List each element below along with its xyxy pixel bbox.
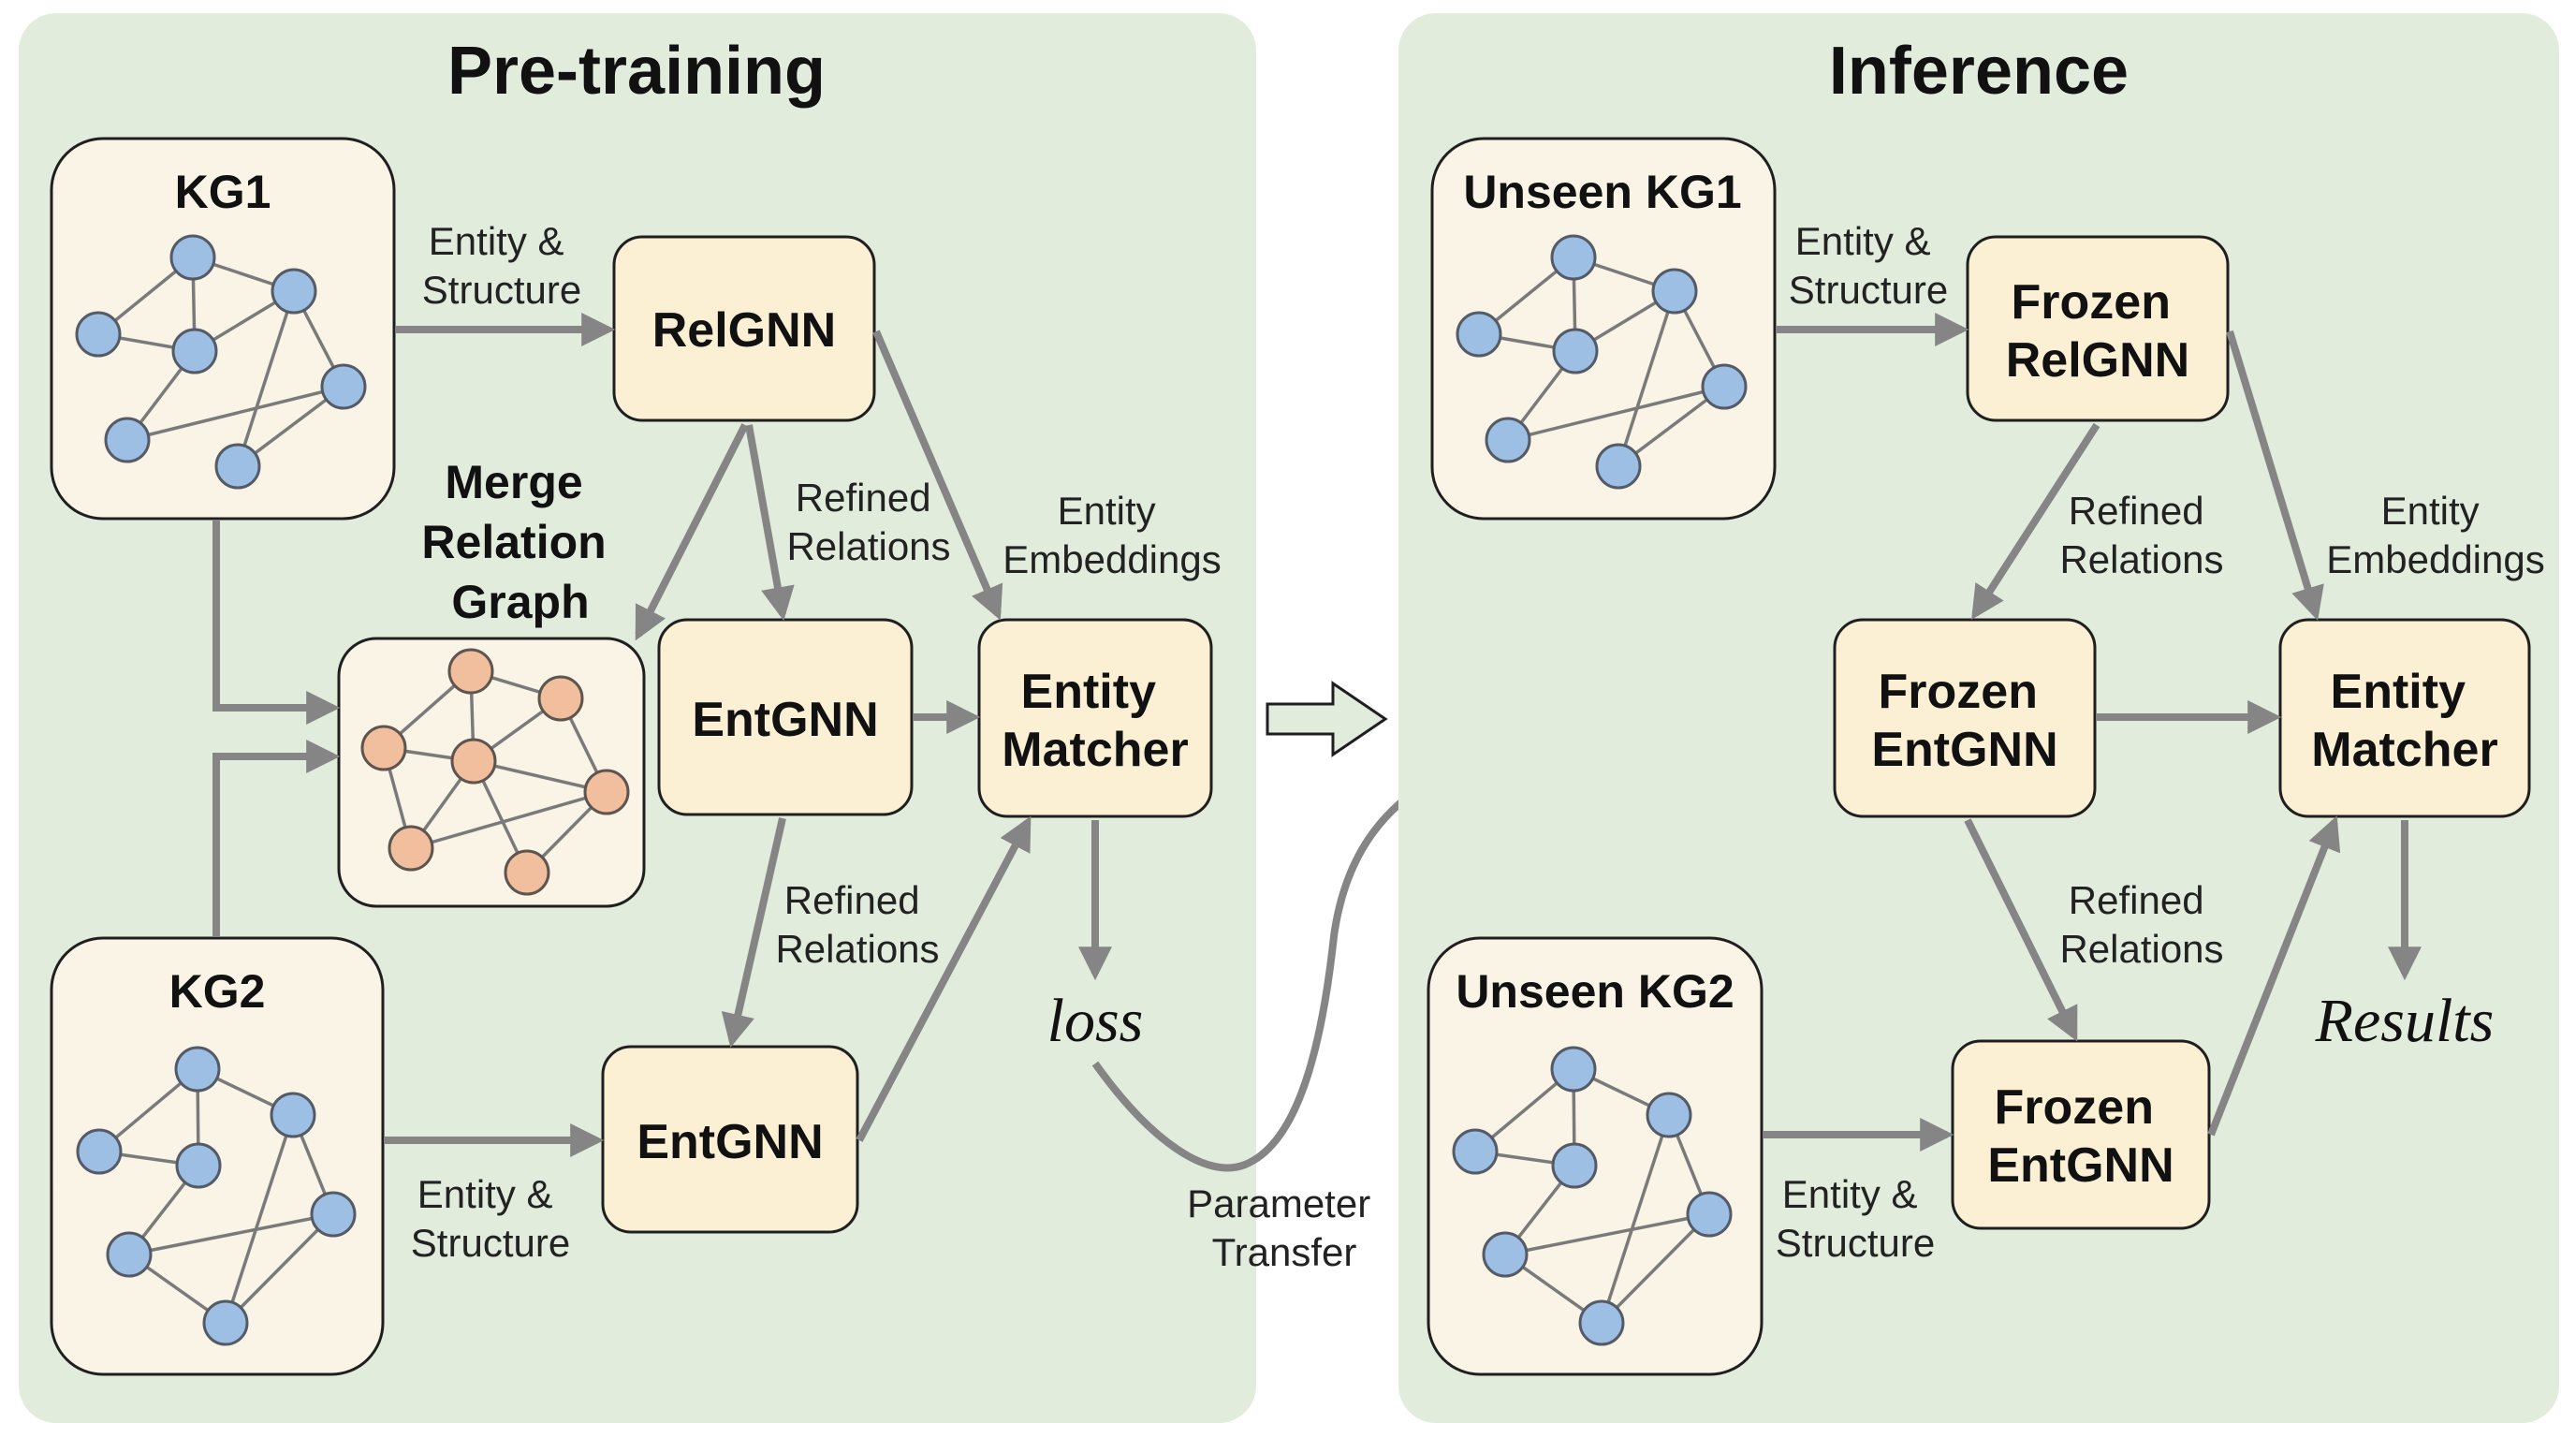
kg1-graph-icon	[75, 234, 367, 490]
entity-matcher-label: Entity Matcher	[1002, 665, 1188, 777]
arrow-kg2-to-merge	[212, 740, 341, 936]
inference-entity-matcher-box: Entity Matcher	[2278, 618, 2531, 818]
frozen-entgnn-bottom-box: Frozen EntGNN	[1951, 1039, 2211, 1230]
inference-title: Inference	[1829, 34, 2129, 109]
entgnn-bottom-box: EntGNN	[601, 1045, 859, 1234]
kg2-box: KG2	[50, 936, 385, 1376]
kg1-label: KG1	[175, 166, 271, 218]
arrow-frozen-relgnn-to-entgnn	[1971, 422, 2100, 621]
stage-transition-arrow-icon	[1266, 681, 1388, 757]
label-frozen-relgnn-matcher: Entity Embeddings	[2326, 489, 2544, 581]
arrow-frozen-entgnn-to-entgnn	[1964, 818, 2078, 1042]
arrow-frozen-entgnn-bottom-to-matcher	[2207, 815, 2341, 1137]
pretraining-panel: Pre-training KG1	[19, 13, 1256, 1423]
entgnn-top-box: EntGNN	[657, 618, 914, 816]
arrow-relgnn-to-matcher	[872, 330, 1003, 621]
frozen-entgnn-bottom-label: Frozen EntGNN	[1987, 1080, 2174, 1193]
label-unseen-kg1-relgnn: Entity & Structure	[1789, 219, 1948, 312]
kg2-graph-icon	[76, 1046, 357, 1346]
arrow-kg1-to-merge	[212, 521, 341, 725]
pretraining-title: Pre-training	[447, 34, 826, 109]
arrow-entgnn-bottom-to-matcher	[856, 815, 1032, 1142]
unseen-kg2-box: Unseen KG2	[1427, 936, 1764, 1376]
frozen-entgnn-top-box: Frozen EntGNN	[1833, 618, 2097, 818]
frozen-entgnn-top-label: Frozen EntGNN	[1871, 665, 2057, 777]
arrow-entgnn-to-entgnn	[721, 817, 786, 1049]
label-frozen-relgnn-entgnn: Refined Relations	[2059, 489, 2223, 581]
entgnn-bottom-label: EntGNN	[637, 1115, 823, 1169]
frozen-relgnn-box: Frozen RelGNN	[1966, 235, 2230, 422]
unseen-kg2-graph-icon	[1452, 1046, 1733, 1346]
frozen-relgnn-label: Frozen RelGNN	[2006, 275, 2189, 388]
label-relgnn-matcher: Entity Embeddings	[1003, 489, 1221, 581]
parameter-transfer-label: Parameter Transfer	[1187, 1181, 1382, 1274]
kg2-label: KG2	[169, 965, 266, 1018]
relgnn-box: RelGNN	[612, 235, 876, 422]
results-label: Results	[2315, 987, 2495, 1055]
label-relgnn-entgnn: Refined Relations	[786, 476, 950, 568]
arrow-frozen-relgnn-to-matcher	[2226, 330, 2324, 621]
label-frozen-entgnn-entgnn: Refined Relations	[2059, 878, 2223, 971]
arrow-relgnn-to-merge	[635, 423, 749, 641]
label-kg2-entgnn: Entity & Structure	[411, 1172, 570, 1265]
arrow-relgnn-to-entgnn	[745, 424, 795, 622]
relgnn-label: RelGNN	[652, 303, 836, 358]
merge-graph-label: Merge Relation Graph	[421, 456, 619, 628]
label-kg1-relgnn: Entity & Structure	[422, 219, 581, 312]
loss-label: loss	[1047, 987, 1144, 1055]
entity-matcher-box: Entity Matcher	[977, 618, 1213, 818]
relation-graph-icon	[360, 648, 630, 896]
label-entgnn-entgnn: Refined Relations	[775, 878, 939, 971]
unseen-kg1-box: Unseen KG1	[1430, 137, 1777, 521]
inference-entity-matcher-label: Entity Matcher	[2311, 665, 2497, 777]
entgnn-top-label: EntGNN	[692, 693, 878, 747]
merge-relation-graph-box	[337, 637, 646, 908]
label-unseen-kg2-entgnn: Entity & Structure	[1776, 1172, 1935, 1265]
unseen-kg1-label: Unseen KG1	[1463, 166, 1741, 218]
unseen-kg2-label: Unseen KG2	[1456, 965, 1734, 1018]
kg1-box: KG1	[50, 137, 396, 521]
unseen-kg1-graph-icon	[1456, 234, 1748, 490]
inference-panel: Inference Unseen KG1	[1398, 13, 2559, 1423]
